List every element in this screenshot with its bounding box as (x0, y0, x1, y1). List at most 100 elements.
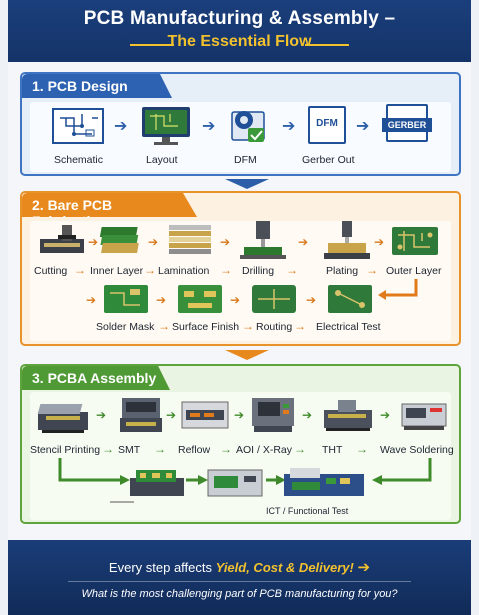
plating-machine-icon (324, 221, 370, 259)
section-title-fabrication: 2. Bare PCB Fabrication (22, 193, 197, 217)
arrow-icon: ➔ (234, 408, 245, 422)
arrow-icon: ➔ (156, 293, 167, 307)
electrical-test-board-icon (328, 285, 372, 313)
arrow-icon: ➔ (96, 408, 107, 422)
step-label: DFM (234, 154, 257, 166)
footer-tagline-highlight: Yield, Cost & Delivery! (215, 560, 354, 575)
arrow-icon: → (366, 263, 378, 277)
step-label: Routing (256, 321, 293, 333)
page-subtitle: The Essential Flow (167, 33, 312, 50)
step-label: Cutting (34, 265, 68, 277)
step-label: Drilling (242, 265, 275, 277)
step-label: AOI / X-Ray (236, 444, 293, 456)
solder-mask-board-icon (104, 285, 148, 313)
gerber-file-label: GERBER (382, 118, 432, 132)
header-banner: PCB Manufacturing & Assembly – The Essen… (8, 0, 471, 62)
schematic-icon (52, 108, 104, 144)
aoi-xray-machine-icon (252, 398, 294, 432)
inner-layer-boards-icon (99, 227, 139, 253)
arrow-icon: ➔ (298, 235, 309, 249)
step-label: Gerber Out (302, 154, 355, 166)
stencil-printer-icon (37, 404, 88, 433)
lamination-stack-icon (169, 225, 211, 254)
step-label: Layout (146, 154, 178, 166)
footer-question: What is the most challenging part of PCB… (81, 588, 398, 600)
arrow-icon: ➔ (356, 118, 370, 135)
pcb-assembled-board-icon (130, 470, 184, 496)
step-label: Electrical Test (316, 321, 381, 333)
footer-banner: Every step affects Yield, Cost & Deliver… (8, 540, 471, 615)
step-label: THT (322, 444, 343, 456)
arrow-icon: ➔ (148, 235, 159, 249)
outer-layer-board-icon (392, 227, 438, 255)
arrow-icon: ➔ (380, 408, 391, 422)
arrow-icon: ➔ (86, 293, 97, 307)
flow-chevron-icon (225, 350, 269, 360)
dfm-document-label: DFM (316, 118, 338, 129)
arrow-icon: ➔ (114, 118, 128, 135)
test-fixture-icon (207, 469, 263, 497)
step-label: Surface Finish (172, 321, 240, 333)
arrow-icon: → (74, 263, 86, 277)
arrow-icon: → (356, 442, 368, 456)
gerber-file-icon: GERBER (382, 104, 432, 144)
footer-tagline-prefix: Every step affects (108, 560, 216, 575)
flow-connector-lines (58, 458, 432, 503)
section-bare-pcb-fabrication: 2. Bare PCB Fabrication (20, 191, 461, 346)
page-title: PCB Manufacturing & Assembly – (83, 8, 396, 29)
arrow-icon: → (220, 442, 232, 456)
arrow-icon: ➔ (282, 118, 296, 135)
step-label: Outer Layer (386, 265, 442, 277)
arrow-icon: ➔ (230, 293, 241, 307)
arrow-icon: → (242, 319, 254, 333)
infographic: PCB Manufacturing & Assembly – The Essen… (8, 0, 471, 615)
routing-board-icon (252, 285, 296, 313)
arrow-icon: → (220, 263, 232, 277)
cutting-machine-icon (40, 225, 84, 253)
surface-finish-board-icon (178, 285, 222, 313)
arrow-icon: → (294, 319, 306, 333)
arrow-icon: ➔ (306, 293, 317, 307)
arrow-icon: → (102, 442, 114, 456)
step-label: Reflow (178, 444, 211, 456)
arrow-icon: ➔ (220, 235, 231, 249)
step-label: Wave Soldering (380, 444, 454, 456)
step-label: Inner Layer (90, 265, 144, 277)
section-title-design: 1. PCB Design (22, 74, 172, 98)
step-label: Plating (326, 265, 359, 277)
footer-tagline: Every step affects Yield, Cost & Deliver… (8, 558, 471, 576)
arrow-icon: ➔ (202, 118, 216, 135)
tht-machine-icon (324, 400, 372, 431)
arrow-icon: ➔ (166, 408, 177, 422)
arrow-icon: → (158, 319, 170, 333)
arrow-icon: → (286, 263, 298, 277)
section-title-assembly: 3. PCBA Assembly (22, 366, 170, 390)
subtitle-rule-left (130, 44, 174, 46)
final-test-label: ICT / Functional Test (266, 506, 349, 516)
return-arrow-icon (378, 279, 418, 300)
smt-machine-icon (120, 398, 162, 432)
footer-divider (68, 581, 411, 582)
step-label: Stencil Printing (30, 444, 101, 456)
arrow-icon: ➔ (302, 408, 313, 422)
dfm-document-icon: DFM (308, 106, 346, 144)
step-label: SMT (118, 444, 141, 456)
reflow-oven-icon (181, 401, 229, 429)
ict-functional-tester-icon (284, 468, 364, 496)
assembly-panel: ➔ ➔ ➔ ➔ ➔ Stencil Printing → SMT → Reflo… (30, 392, 454, 520)
arrow-icon: ➔ (374, 235, 385, 249)
step-label: Solder Mask (96, 321, 155, 333)
step-label: Schematic (54, 154, 104, 166)
design-panel: ➔ ➔ ➔ DFM ➔ (30, 102, 451, 172)
step-label: Lamination (158, 265, 210, 277)
arrow-icon: → (144, 263, 156, 277)
flow-chevron-icon (225, 179, 269, 189)
subtitle-rule-right (305, 44, 349, 46)
arrow-icon: ➔ (88, 235, 99, 249)
arrow-icon: → (294, 442, 306, 456)
pointer-arrow-icon: ➔ (357, 559, 371, 576)
drilling-machine-icon (240, 221, 286, 259)
wave-soldering-machine-icon (401, 403, 447, 430)
dfm-gear-check-icon (231, 111, 265, 142)
section-pcb-design: 1. PCB Design ➔ ➔ (20, 72, 461, 176)
